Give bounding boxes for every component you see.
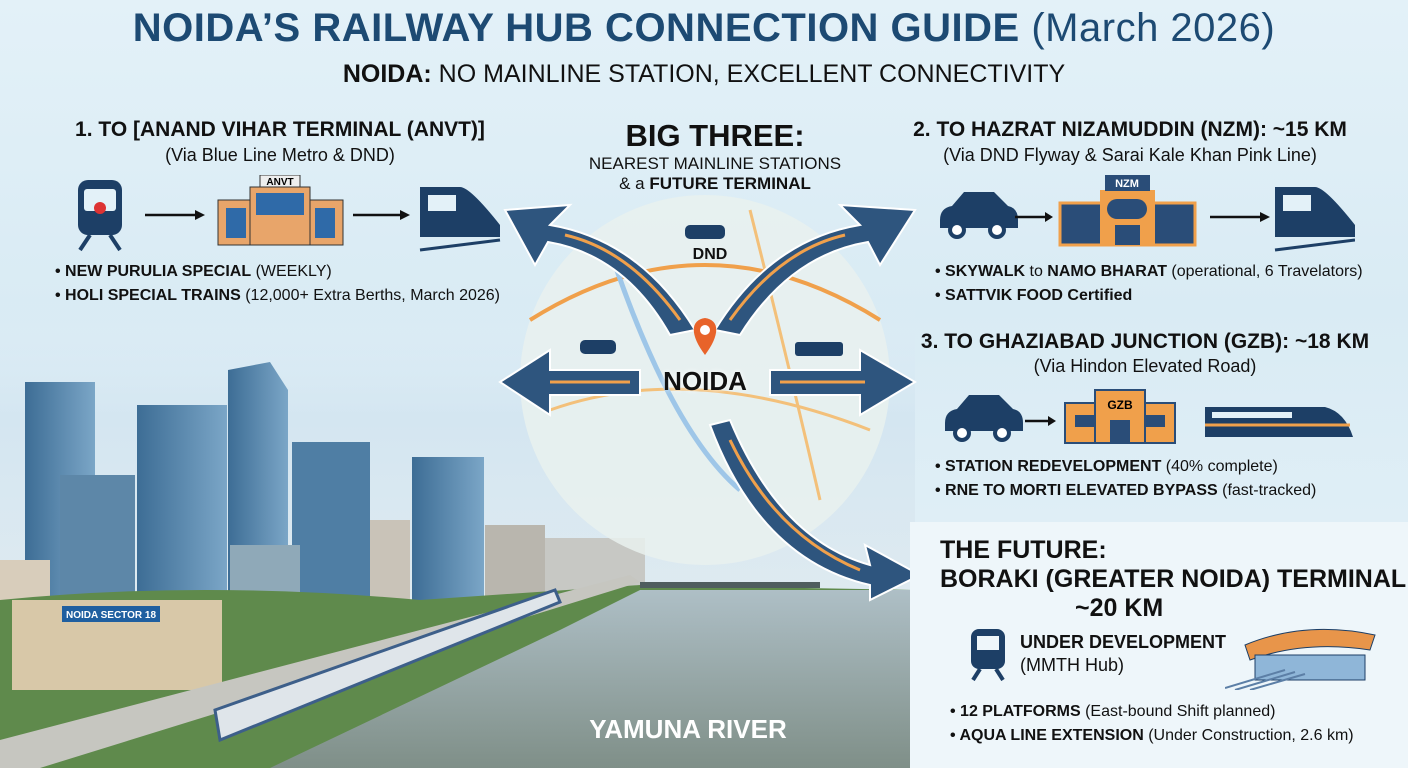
arrow-to-boraki [708,418,923,602]
boraki-terminal-icon [1225,628,1376,690]
future-terminal-name: BORAKI (GREATER NOIDA) TERMINAL [940,565,1407,593]
bullet-item: HOLI SPECIAL TRAINS (12,000+ Extra Berth… [55,284,500,308]
location-pin-icon [693,318,717,355]
dnd-label: DND [692,246,728,263]
car-icon [580,340,616,354]
gzb-station-icon: GZB [1064,389,1176,444]
section2-route-icons: NZM [940,175,1355,252]
nzm-sign: NZM [1115,178,1139,190]
bullet-item: STATION REDEVELOPMENT (40% complete) [935,455,1316,479]
arrow-to-nzm [713,203,917,337]
section3-bullets: STATION REDEVELOPMENT (40% complete) RNE… [935,455,1316,503]
section1-heading: 1. TO [ANAND VIHAR TERMINAL (ANVT)] [75,118,485,141]
bullet-item: SKYWALK to NAMO BHARAT (operational, 6 T… [935,260,1363,284]
sector-18-sign: NOIDA SECTOR 18 [66,610,156,621]
title-main: NOIDA’S RAILWAY HUB CONNECTION GUIDE [132,6,1020,50]
train-icon [419,187,501,252]
metro-icon [78,180,122,252]
metro-icon [971,629,1005,681]
section2-bullets: SKYWALK to NAMO BHARAT (operational, 6 T… [935,260,1363,308]
bullet-item: 12 PLATFORMS (East-bound Shift planned) [950,700,1354,724]
section3-route-icons: GZB [945,389,1353,444]
big-three-title: BIG THREE: [625,118,805,153]
future-status-sub: (MMTH Hub) [1020,655,1124,675]
bullet-item: NEW PURULIA SPECIAL (WEEKLY) [55,260,500,284]
car-icon [945,395,1023,442]
section3-via: (Via Hindon Elevated Road) [1033,356,1257,376]
anvt-sign: ANVT [266,177,293,188]
connection-map [498,195,923,602]
future-distance: ~20 KM [1075,594,1164,622]
noida-hub-label: NOIDA [663,366,747,396]
bullet-item: SATTVIK FOOD Certified [935,284,1363,308]
section1-via: (Via Blue Line Metro & DND) [165,145,395,165]
section1-bullets: NEW PURULIA SPECIAL (WEEKLY) HOLI SPECIA… [55,260,500,308]
big-three-line2-bold: FUTURE TERMINAL [649,174,811,193]
big-three-heading: BIG THREE: NEAREST MAINLINE STATIONS & a… [570,118,860,194]
big-three-line2-pre: & a [619,174,645,193]
future-panel: THE FUTURE: BORAKI (GREATER NOIDA) TERMI… [910,522,1408,768]
future-title: THE FUTURE: [940,536,1107,564]
train-icon [795,342,843,356]
bullet-item: RNE TO MORTI ELEVATED BYPASS (fast-track… [935,479,1316,503]
arrow-to-anvt [503,203,697,337]
train-icon [1274,187,1355,252]
nzm-station-icon: NZM [1058,175,1197,247]
subtitle-bold: NOIDA: [342,60,432,88]
river-label: YAMUNA RIVER [589,714,787,744]
bullet-item: AQUA LINE EXTENSION (Under Construction,… [950,724,1353,748]
train-icon [1205,407,1353,437]
title-date: (March 2026) [1031,6,1276,50]
section3-heading: 3. TO GHAZIABAD JUNCTION (GZB): ~18 KM [920,330,1370,353]
section2-via: (Via DND Flyway & Sarai Kale Khan Pink L… [943,145,1317,165]
subtitle-text: NO MAINLINE STATION, EXCELLENT CONNECTIV… [438,60,1066,88]
car-icon [685,225,725,239]
page-subtitle: NOIDA: NO MAINLINE STATION, EXCELLENT CO… [0,60,1408,89]
future-bullets: 12 PLATFORMS (East-bound Shift planned) … [950,700,1354,748]
big-three-line1: NEAREST MAINLINE STATIONS [588,154,842,173]
section1-route-icons: ANVT [78,175,501,252]
future-status: UNDER DEVELOPMENT [1020,632,1227,652]
gzb-sign: GZB [1107,398,1133,412]
page-title: NOIDA’S RAILWAY HUB CONNECTION GUIDE (Ma… [0,6,1408,51]
car-icon [940,192,1018,239]
anvt-station-icon: ANVT [217,175,344,246]
section2-heading: 2. TO HAZRAT NIZAMUDDIN (NZM): ~15 KM [913,118,1347,141]
